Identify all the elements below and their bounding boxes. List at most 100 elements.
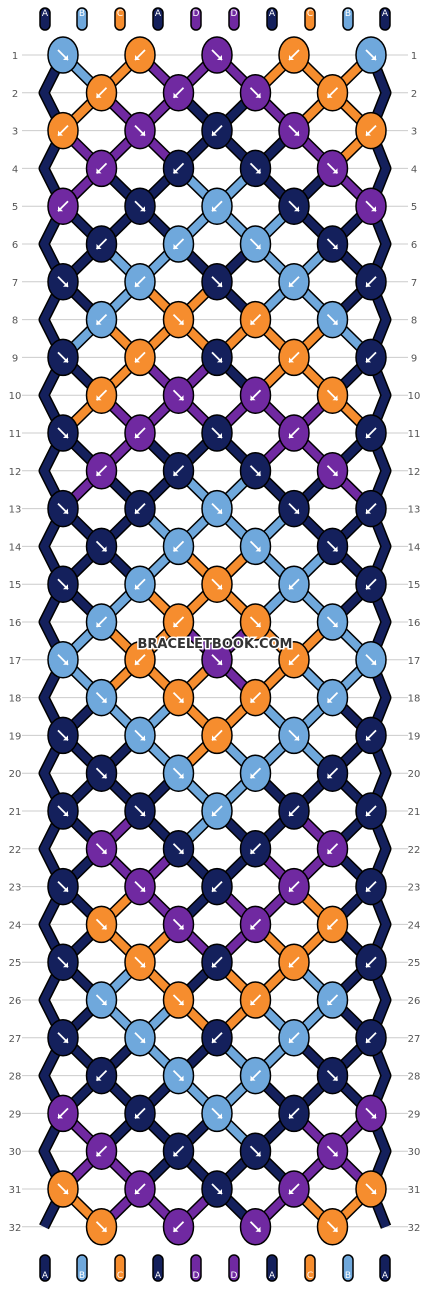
knot [239, 527, 272, 566]
knot [201, 489, 233, 528]
row-number-left: 12 [9, 467, 22, 478]
string-tail-top [152, 7, 164, 31]
string-tail-bottom [304, 1254, 316, 1282]
knot [85, 603, 118, 641]
string-letter-top: A [155, 9, 162, 19]
knot [316, 830, 349, 868]
row-number-left: 3 [12, 127, 18, 138]
knot [201, 414, 233, 452]
knot [239, 678, 272, 717]
knot [278, 716, 310, 755]
knot [355, 338, 387, 377]
knot [201, 867, 233, 906]
string-tail-bottom [379, 1254, 391, 1282]
knot [124, 414, 156, 452]
row-number-right: 31 [408, 1185, 421, 1196]
row-number-right: 8 [411, 316, 417, 327]
knot [316, 149, 349, 188]
string-tail-bottom [190, 1254, 202, 1282]
knot [85, 1208, 118, 1246]
knot [355, 36, 387, 74]
knot [162, 678, 195, 717]
knot [162, 149, 195, 188]
knot [355, 792, 387, 830]
row-number-right: 19 [408, 731, 421, 742]
string-tail-top [190, 7, 202, 31]
knot [85, 74, 118, 112]
knot [47, 641, 79, 679]
knot [47, 338, 79, 377]
knot [239, 1056, 272, 1095]
row-number-right: 32 [408, 1223, 421, 1234]
knot [316, 527, 349, 566]
knot [85, 376, 118, 414]
knot [278, 867, 310, 906]
row-number-right: 25 [408, 958, 421, 969]
knot [239, 754, 272, 792]
string-letter-bottom: A [269, 1271, 276, 1281]
knot [47, 1170, 79, 1208]
knot [278, 338, 310, 377]
row-number-left: 19 [9, 731, 22, 742]
knot [239, 830, 272, 868]
row-number-right: 12 [408, 467, 421, 478]
row-number-left: 27 [9, 1034, 22, 1045]
row-number-right: 5 [411, 202, 417, 213]
row-number-left: 21 [9, 807, 22, 818]
row-number-right: 17 [408, 656, 421, 667]
string-tail-top [342, 7, 354, 31]
knot [201, 943, 233, 981]
string-letter-bottom: B [345, 1271, 351, 1281]
row-number-right: 4 [411, 164, 417, 175]
knot [85, 300, 118, 339]
row-number-left: 6 [12, 240, 18, 251]
knot [278, 36, 310, 74]
row-number-right: 11 [408, 429, 421, 440]
knot [355, 263, 387, 301]
knot [355, 867, 387, 906]
row-number-left: 30 [9, 1147, 22, 1158]
string-tail-top [76, 7, 88, 31]
knot [124, 716, 156, 755]
knot [239, 1132, 272, 1170]
knot [239, 376, 272, 414]
knot [162, 1056, 195, 1095]
string-letter-bottom: A [155, 1271, 162, 1281]
knot [355, 489, 387, 528]
row-number-left: 18 [9, 694, 22, 705]
string-tail-top [266, 7, 278, 31]
knot [355, 716, 387, 755]
knot [278, 263, 310, 301]
knot [162, 376, 195, 414]
knot [162, 452, 195, 490]
row-number-left: 1 [12, 51, 18, 62]
knot [201, 1019, 233, 1057]
knot [355, 565, 387, 603]
knot [47, 1019, 79, 1057]
watermark: BRACELETBOOK.COM [138, 637, 293, 652]
knot [124, 489, 156, 528]
knot [124, 1019, 156, 1057]
row-number-left: 31 [9, 1185, 22, 1196]
knot [162, 74, 195, 112]
knot [278, 489, 310, 528]
knot [85, 830, 118, 868]
knot [162, 225, 195, 263]
knot [162, 300, 195, 339]
string-tail-bottom [228, 1254, 240, 1282]
string-letter-top: B [79, 9, 85, 19]
row-number-right: 13 [408, 505, 421, 516]
row-number-left: 15 [9, 580, 22, 591]
string-letter-bottom: C [307, 1271, 313, 1281]
string-tail-top [304, 7, 316, 31]
knot [201, 187, 233, 225]
knot [47, 187, 79, 225]
knot [201, 263, 233, 301]
string-letter-bottom: A [382, 1271, 389, 1281]
row-number-left: 29 [9, 1109, 22, 1120]
string-tail-bottom [114, 1254, 126, 1282]
knot [239, 225, 272, 263]
knot [47, 414, 79, 452]
row-number-right: 10 [408, 391, 421, 402]
